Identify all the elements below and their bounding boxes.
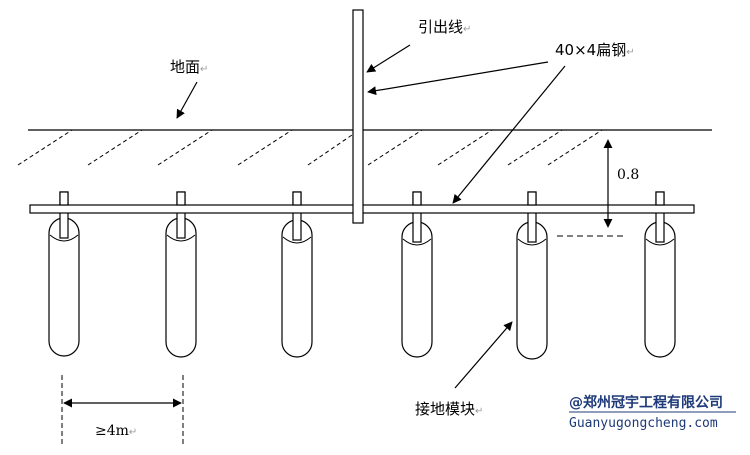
grounding-module: [644, 191, 676, 358]
lead-wire-leader: [366, 44, 411, 73]
flat-steel-label: 40×4扁钢↵: [555, 41, 635, 59]
watermark-company: @郑州冠宇工程有限公司: [569, 394, 723, 411]
grounding-module: [516, 191, 548, 360]
lead-wire-label: 引出线↵: [418, 18, 471, 36]
grounding-modules: [48, 191, 676, 360]
spacing-label: ≥4m↵: [95, 423, 137, 439]
module-body: [401, 221, 433, 358]
ground-label: 地面↵: [170, 58, 208, 76]
module-cap-edge: [402, 238, 432, 246]
grounding-module: [281, 191, 313, 358]
depth-label: 0.8: [617, 167, 639, 183]
module-lug-top: [176, 191, 186, 206]
module-body: [165, 217, 197, 358]
module-body: [644, 221, 676, 358]
module-lug-top: [412, 191, 422, 206]
module-cap-edge: [282, 236, 312, 244]
grounding-module: [401, 191, 433, 358]
module-body: [281, 219, 313, 358]
ground-hatching: [17, 129, 603, 166]
flat-steel-leader-1: [367, 61, 549, 96]
module-lug-top: [59, 191, 69, 206]
module-cap-edge: [166, 234, 196, 242]
grounding-module: [165, 191, 197, 358]
module-cap-edge: [645, 238, 675, 246]
grounding-module: [48, 191, 80, 357]
module-cap-edge: [49, 234, 79, 242]
module-label: 接地模块↵: [415, 400, 483, 418]
watermark-site: Guanyugongcheng.com: [569, 416, 718, 431]
module-lug-top: [292, 191, 302, 206]
module-body: [48, 217, 80, 357]
module-cap-edge: [517, 238, 547, 246]
lead-wire: [352, 9, 364, 224]
module-lug-top: [655, 191, 665, 206]
ground-leader: [176, 81, 198, 119]
module-body: [516, 221, 548, 360]
module-lug-top: [527, 191, 537, 206]
module-leader: [454, 321, 513, 389]
flat-steel-leader-2: [452, 65, 566, 204]
